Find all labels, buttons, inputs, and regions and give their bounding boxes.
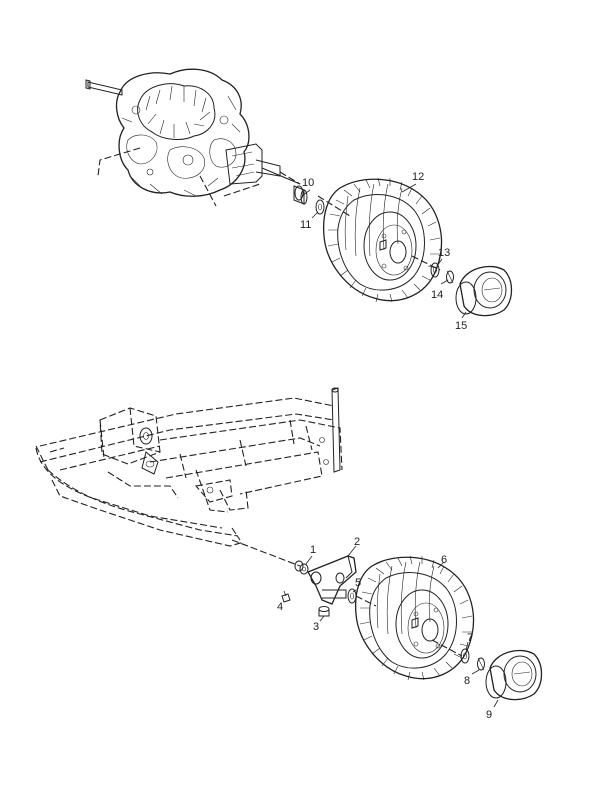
label-7: 7 (467, 632, 473, 644)
part-4-nut (281, 593, 291, 603)
label-12: 12 (412, 171, 424, 183)
part-14-retaining-ring (446, 270, 454, 284)
label-1: 1 (310, 544, 316, 556)
part-12-rear-wheel (322, 177, 443, 303)
part-9-hub-cap (485, 649, 543, 701)
label-8: 8 (464, 675, 470, 687)
part-8-retaining-ring (477, 657, 485, 671)
label-10: 10 (302, 177, 314, 189)
label-5: 5 (355, 577, 361, 589)
part-7-washer (460, 648, 470, 664)
label-15: 15 (455, 320, 467, 332)
transaxle-assembly (85, 68, 301, 207)
label-2: 2 (354, 536, 360, 548)
label-3: 3 (313, 621, 319, 633)
bottom-callouts: 1 2 3 4 5 6 7 8 9 (277, 536, 492, 721)
part-6-front-wheel (354, 555, 475, 681)
part-13-washer (430, 262, 440, 278)
label-6: 6 (441, 554, 447, 566)
label-4: 4 (277, 601, 283, 613)
part-3-bolt (318, 606, 330, 617)
top-callouts: 10 11 12 13 14 15 (300, 171, 467, 332)
front-axle-centerline (355, 595, 463, 657)
label-13: 13 (438, 247, 450, 259)
label-14: 14 (431, 289, 443, 301)
bottom-leader-lines (283, 545, 499, 708)
part-10-bushing (293, 185, 308, 205)
part-15-hub-cap (455, 265, 513, 317)
part-1-bushing (294, 560, 309, 575)
part-11-washer (315, 199, 325, 215)
label-9: 9 (486, 709, 492, 721)
part-2-spindle-bracket (307, 555, 357, 605)
top-leader-lines (301, 183, 467, 319)
label-11: 11 (300, 219, 311, 231)
chassis-frame (35, 387, 343, 567)
